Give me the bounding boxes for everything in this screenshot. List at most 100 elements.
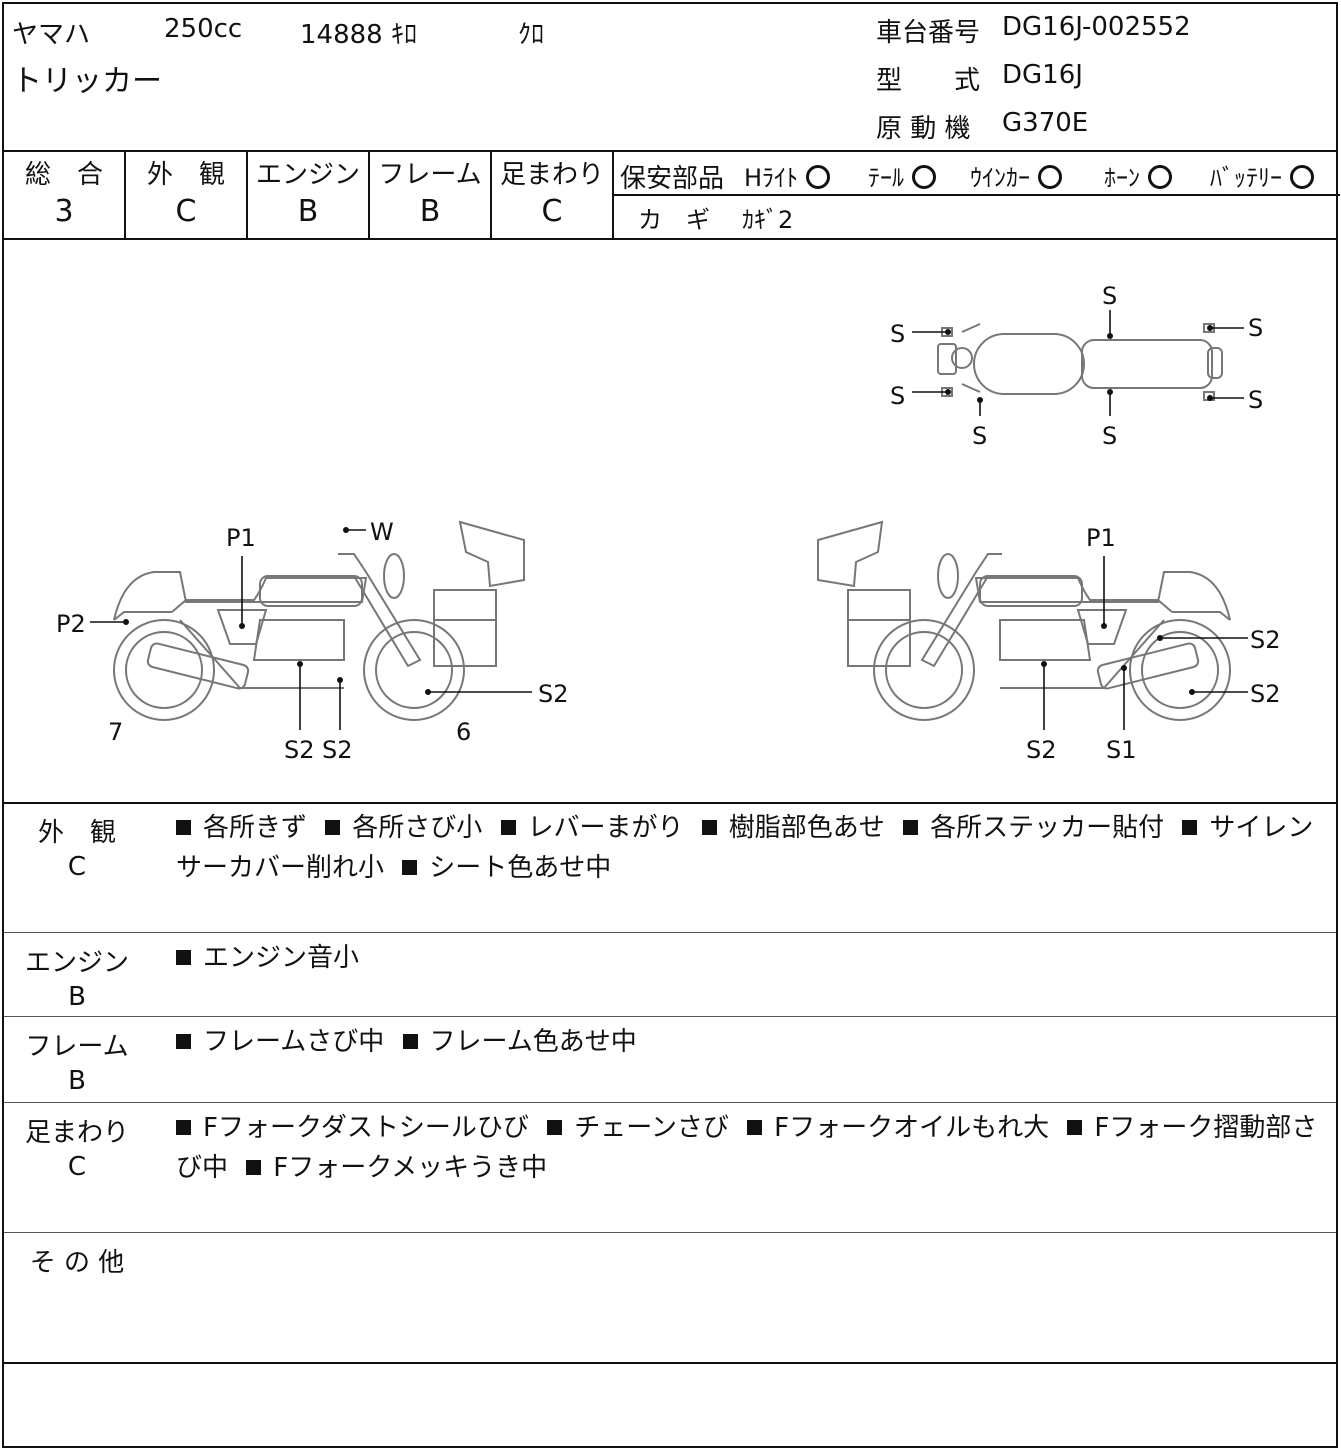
marker-label: S2	[284, 736, 315, 764]
section-label-other: そ の 他	[29, 1248, 125, 1278]
section-text-frame: フレームさび中 フレーム色あせ中	[176, 1022, 1326, 1062]
remark-item: シート色あせ中	[429, 853, 612, 883]
remark-item: 樹脂部色あせ	[728, 813, 894, 843]
divider	[4, 238, 1336, 240]
bullet-square-icon	[547, 1120, 563, 1135]
type-value: DG16J	[1002, 60, 1083, 90]
marker-label: P1	[226, 524, 256, 552]
bullet-square-icon	[903, 820, 919, 835]
remark-item: Fフォークオイルもれ大	[774, 1113, 1058, 1143]
divider	[4, 1102, 1336, 1103]
marker-label: S2	[322, 736, 353, 764]
safety-item-headlight: Hﾗｲﾄ	[744, 158, 831, 193]
damage-diagram: S S S S S S S B	[56, 282, 1281, 764]
divider	[4, 1232, 1336, 1233]
section-text-suspension: Fフォークダストシールひび チェーンさび Fフォークオイルもれ大 Fフォーク摺動…	[176, 1108, 1326, 1188]
marker-label: S	[890, 382, 905, 410]
marker-label: S2	[1250, 680, 1281, 708]
divider	[246, 150, 248, 238]
section-grade-frame: B	[68, 1066, 86, 1096]
remark-item: Fフォークメッキうき中	[273, 1153, 548, 1183]
grade-label-engine: エンジン	[255, 160, 360, 190]
section-grade-suspension: C	[67, 1152, 87, 1182]
ok-circle-icon	[1148, 165, 1172, 189]
divider	[368, 150, 370, 238]
safety-item-taillight: ﾃｰﾙ	[868, 158, 936, 193]
bullet-square-icon	[176, 950, 191, 965]
safety-item-name: ﾎｰﾝ	[1104, 164, 1140, 192]
mileage: 14888 ｷﾛ	[300, 20, 417, 50]
section-text-exterior: 各所きず 各所さび小 レバーまがり 樹脂部色あせ 各所ステッカー貼付 サイレンサ…	[176, 808, 1326, 888]
right-view-markers: P1 S2 S2 S2 S1	[1026, 524, 1281, 764]
divider	[4, 802, 1336, 804]
safety-item-name: ﾊﾞｯﾃﾘｰ	[1210, 164, 1282, 192]
marker-label: 6	[456, 718, 471, 746]
marker-label: S	[1248, 386, 1263, 414]
displacement: 250cc	[164, 14, 243, 44]
bullet-square-icon	[402, 860, 418, 875]
remark-item: Fフォーク摺動部さび中	[176, 1113, 1318, 1183]
remark-item: レバーまがり	[527, 813, 692, 843]
remark-item: 各所さび小	[352, 813, 491, 843]
engine-value: G370E	[1002, 108, 1089, 138]
marker-label: S2	[1026, 736, 1057, 764]
ok-circle-icon	[1290, 165, 1314, 189]
maker: ヤマハ	[12, 20, 91, 50]
section-label-engine: エンジン	[24, 948, 129, 978]
grade-value-frame: B	[419, 194, 441, 229]
bike-right-view	[817, 520, 1231, 721]
section-label-exterior: 外 観	[37, 818, 116, 848]
safety-label: 保安部品	[620, 164, 725, 194]
divider	[124, 150, 126, 238]
divider	[4, 1362, 1336, 1364]
marker-label: S	[890, 320, 905, 348]
divider	[490, 150, 492, 238]
divider	[612, 194, 1340, 196]
marker-label: S	[1102, 422, 1117, 450]
safety-item-winker: ｳｲﾝｶｰ	[970, 158, 1062, 193]
bullet-square-icon	[500, 820, 516, 835]
remark-item: チェーンさび	[574, 1113, 738, 1143]
section-grade-engine: B	[68, 982, 86, 1012]
safety-item-name: ﾃｰﾙ	[868, 164, 904, 192]
marker-label: S2	[538, 680, 569, 708]
key-value: ｶｷﾞ2	[742, 206, 794, 234]
grade-label-suspension: 足まわり	[499, 160, 604, 190]
frame-no-label: 車台番号	[876, 18, 981, 48]
marker-label: S	[1248, 314, 1263, 342]
section-label-frame: フレーム	[25, 1032, 129, 1062]
bullet-square-icon	[176, 1120, 191, 1135]
grade-label-exterior: 外 観	[146, 160, 225, 190]
bike-left-view	[113, 520, 525, 721]
marker-label: P1	[1086, 524, 1116, 552]
remark-item: 各所きず	[203, 813, 316, 843]
divider	[4, 932, 1336, 933]
marker-label: S	[1102, 282, 1117, 310]
bullet-square-icon	[176, 1034, 191, 1049]
grade-value-suspension: C	[541, 194, 563, 229]
remark-item: フレームさび中	[203, 1027, 393, 1057]
remark-item: 各所ステッカー貼付	[930, 813, 1173, 843]
bullet-square-icon	[747, 1120, 763, 1135]
marker-label: S2	[1250, 626, 1281, 654]
marker-label: 7	[108, 718, 123, 746]
bullet-square-icon	[402, 1034, 418, 1049]
bullet-square-icon	[1067, 1120, 1083, 1135]
grade-label-overall: 総 合	[24, 160, 103, 190]
bike-top-view	[937, 323, 1223, 401]
remark-item: フレーム色あせ中	[429, 1027, 637, 1057]
marker-label: S	[972, 422, 987, 450]
safety-item-horn: ﾎｰﾝ	[1104, 158, 1172, 193]
bullet-square-icon	[1182, 820, 1198, 835]
bullet-square-icon	[325, 820, 341, 835]
section-label-suspension: 足まわり	[24, 1118, 129, 1148]
section-grade-exterior: C	[67, 852, 87, 882]
section-text-engine: エンジン音小	[176, 938, 1326, 978]
divider	[4, 150, 1336, 152]
frame-no: DG16J-002552	[1002, 12, 1191, 42]
bullet-square-icon	[176, 820, 191, 835]
key-label: カ ギ	[638, 206, 710, 234]
left-view-markers: P1 W P2 S2 S2 S2 7 6	[56, 518, 569, 764]
safety-item-name: Hﾗｲﾄ	[744, 164, 799, 192]
